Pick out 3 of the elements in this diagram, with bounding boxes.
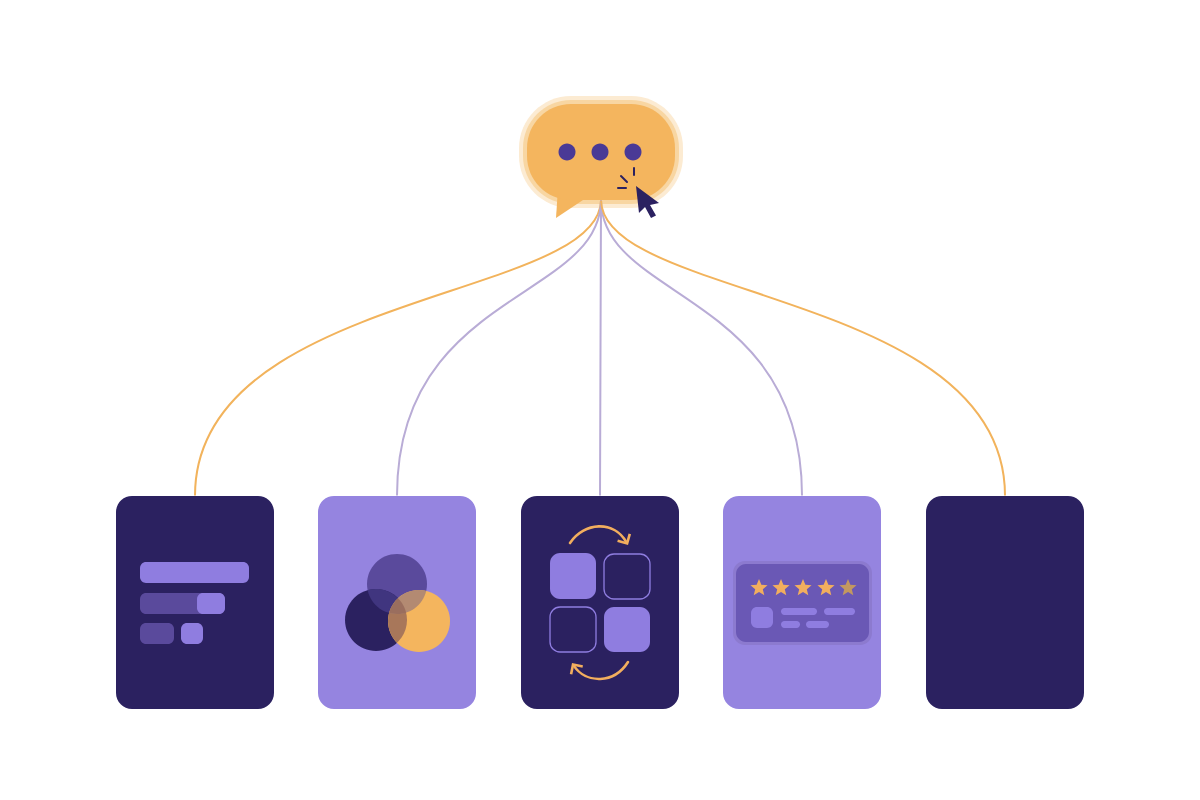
speech-bubble bbox=[519, 96, 683, 218]
connector-line bbox=[600, 199, 1006, 497]
card bbox=[926, 496, 1084, 709]
